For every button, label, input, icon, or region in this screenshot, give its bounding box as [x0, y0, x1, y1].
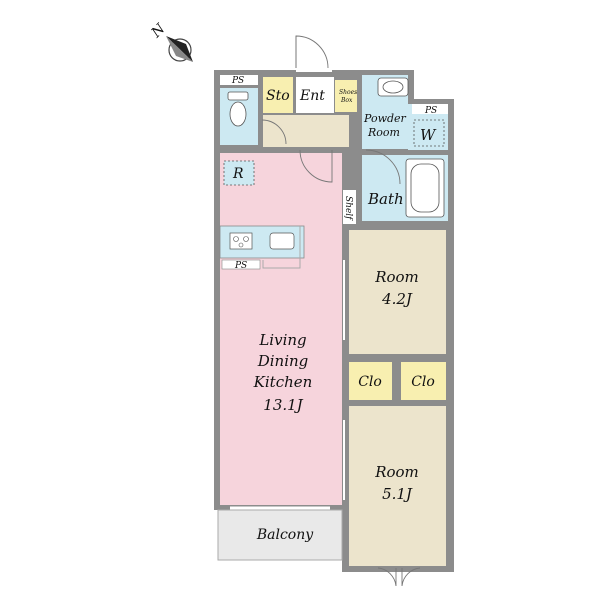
ldk-label-3: Kitchen — [253, 373, 313, 391]
refrigerator-label: R — [232, 166, 244, 182]
stove-icon — [229, 232, 253, 250]
closet-1 — [349, 362, 392, 400]
counter-edge — [262, 226, 301, 269]
north-arrow-shade — [166, 36, 193, 62]
room-2-window-door-right — [401, 567, 421, 587]
ldk-label-1: Living — [258, 331, 306, 349]
room-2-window-door-left — [377, 567, 397, 587]
closet-2 — [401, 362, 446, 400]
kitchen-sink-icon — [269, 232, 295, 250]
room-2 — [349, 406, 446, 566]
ps-top-area — [220, 75, 258, 85]
fixtures — [219, 77, 448, 270]
entrance-floor — [296, 77, 334, 113]
shoes-box — [335, 80, 357, 112]
washer-label: W — [420, 126, 437, 144]
powder-room-label-1: Powder — [363, 112, 407, 125]
powder-room-label-2: Room — [367, 126, 400, 139]
hallway — [263, 115, 349, 147]
closet-2-label: Clo — [411, 374, 435, 390]
ps-right-label: PS — [424, 106, 437, 116]
entrance-door-gap — [296, 66, 332, 72]
entrance-door-swing — [295, 35, 329, 69]
ps-kitchen-area — [221, 259, 261, 270]
bathtub-icon — [405, 158, 445, 218]
storage-room — [263, 77, 293, 113]
bath-door-swing — [365, 149, 401, 185]
compass: N — [148, 20, 193, 62]
washer-icon — [413, 119, 445, 147]
toilet-icon — [227, 91, 249, 127]
room-2-label-1: Room — [374, 463, 419, 481]
room-2-label-2: 5.1J — [382, 485, 413, 503]
entrance-label: Ent — [299, 88, 325, 104]
refrigerator-icon — [223, 160, 255, 186]
room-1 — [349, 230, 446, 354]
bath-label: Bath — [367, 190, 404, 208]
doors — [230, 35, 421, 587]
shoes-box-label-1: Shoes — [339, 89, 357, 96]
closet-1-label: Clo — [358, 374, 382, 390]
compass-north-label: N — [148, 20, 169, 41]
ps-kitchen-label: PS — [234, 261, 247, 271]
ldk-label-2: Dining — [257, 352, 309, 370]
shelf-label: Shelf — [343, 196, 353, 221]
balcony-label: Balcony — [256, 527, 314, 543]
compass-ring — [168, 38, 192, 62]
ldk-door-swing — [299, 149, 333, 183]
shelf-area — [343, 190, 356, 224]
room-1-label-2: 4.2J — [381, 290, 413, 308]
storage-label: Sto — [266, 88, 290, 104]
balcony — [217, 509, 343, 561]
labels: PS Sto Ent Shoes Box Powder Room PS W R … — [231, 76, 437, 543]
ps-top-label: PS — [231, 76, 244, 86]
ldk-room — [220, 153, 342, 505]
room-1-label-1: Room — [374, 268, 419, 286]
toilet-door-swing — [261, 119, 287, 145]
kitchen-counter — [219, 225, 305, 269]
wash-basin-icon — [377, 77, 409, 97]
ps-right-area — [412, 104, 448, 114]
ldk-label-4: 13.1J — [263, 396, 303, 414]
shoes-box-label-2: Box — [340, 97, 353, 104]
